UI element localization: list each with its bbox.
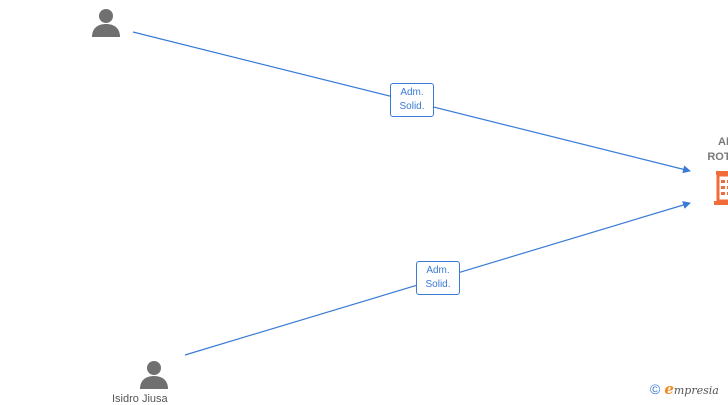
edge-label-line2: Solid.: [399, 101, 425, 112]
brand-logo-text: mpresia: [673, 384, 719, 397]
person-name[interactable]: Isidro Jiusa: [112, 393, 168, 405]
brand-watermark: ©empresia: [650, 380, 719, 398]
edge-label: Adm. Solid.: [416, 261, 460, 295]
edge-label-line1: Adm.: [400, 87, 424, 98]
edge-label: Adm. Solid.: [390, 83, 434, 117]
company-name[interactable]: AN ROTET: [686, 135, 728, 165]
copyright-symbol: ©: [650, 381, 661, 397]
brand-logo-initial: e: [664, 380, 674, 398]
company-name-line2: ROTET: [707, 151, 728, 163]
edge-label-line2: Solid.: [425, 279, 451, 290]
person-icon[interactable]: [138, 358, 170, 390]
person-icon[interactable]: [90, 6, 122, 38]
company-name-line1: AN: [718, 136, 728, 148]
edge-label-line1: Adm.: [426, 265, 450, 276]
building-icon[interactable]: [712, 171, 728, 205]
